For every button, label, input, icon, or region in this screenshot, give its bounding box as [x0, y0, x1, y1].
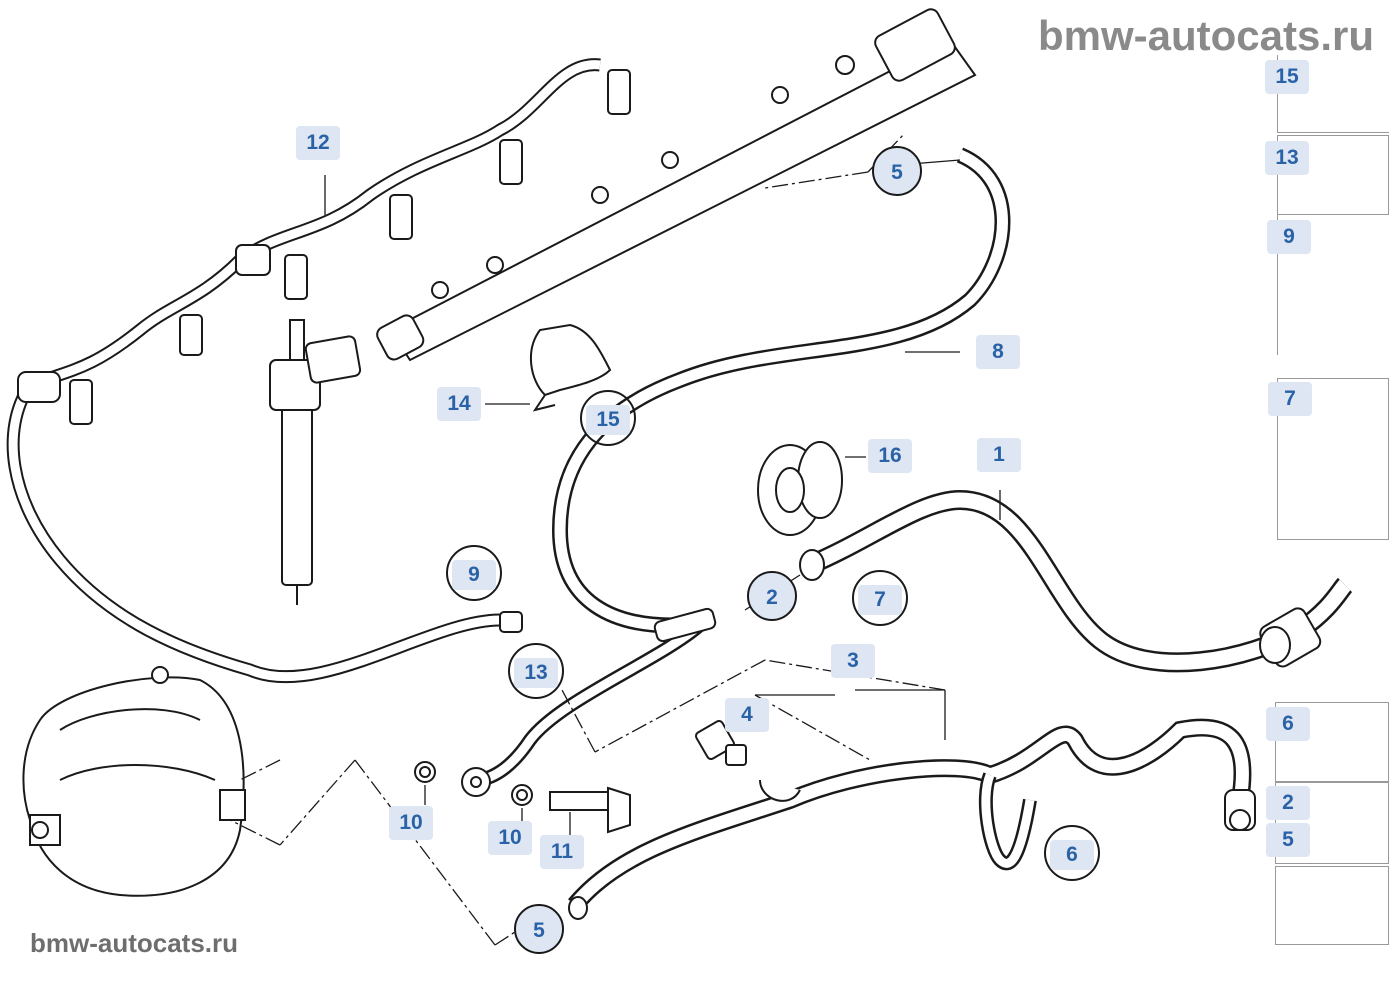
callout-8[interactable]: 8	[976, 335, 1020, 369]
watermark-bottom: bmw-autocats.ru	[30, 928, 239, 958]
legend-label-5[interactable]: 5	[1266, 823, 1310, 857]
callout-5-bottom[interactable]: 5	[514, 904, 564, 954]
callout-5-top[interactable]: 5	[872, 146, 922, 196]
rubber-bushing	[757, 441, 843, 536]
feed-hose	[799, 489, 1353, 673]
callout-15-label: 15	[586, 405, 630, 435]
callout-14[interactable]: 14	[437, 387, 481, 421]
solid-leaders	[324, 159, 1001, 835]
callout-13[interactable]: 13	[508, 643, 564, 699]
callout-12[interactable]: 12	[296, 126, 340, 160]
high-pressure-pump	[22, 666, 246, 897]
bracket	[529, 323, 612, 412]
legend-label-15[interactable]: 15	[1265, 60, 1309, 94]
watermark-top: bmw-autocats.ru	[1037, 12, 1374, 59]
temperature-sensor	[694, 719, 747, 766]
callout-9-label: 9	[452, 560, 496, 590]
callout-2[interactable]: 2	[747, 571, 797, 621]
legend-cell-7	[1277, 378, 1389, 540]
callout-11[interactable]: 11	[540, 835, 584, 869]
callout-1[interactable]: 1	[977, 438, 1021, 472]
callout-6[interactable]: 6	[1044, 825, 1100, 881]
legend-label-6[interactable]: 6	[1266, 707, 1310, 741]
callout-9[interactable]: 9	[446, 545, 502, 601]
pump-feed-line	[461, 607, 717, 797]
seals-and-bolt	[414, 761, 631, 834]
callout-10-b[interactable]: 10	[488, 821, 532, 855]
callout-13-label: 13	[514, 658, 558, 688]
legend-label-13[interactable]: 13	[1265, 141, 1309, 175]
legend-label-7[interactable]: 7	[1268, 382, 1312, 416]
callout-15[interactable]: 15	[580, 390, 636, 446]
legend-label-9[interactable]: 9	[1267, 220, 1311, 254]
callout-10-a[interactable]: 10	[389, 806, 433, 840]
callout-7-label: 7	[858, 585, 902, 615]
callout-6-label: 6	[1050, 840, 1094, 870]
legend-label-2[interactable]: 2	[1266, 786, 1310, 820]
injector	[269, 319, 362, 605]
fuel-rail	[376, 8, 977, 362]
leak-off-line-harness	[6, 58, 631, 684]
callout-3[interactable]: 3	[831, 644, 875, 678]
legend-cell-vehicle	[1275, 866, 1389, 945]
lower-hose	[568, 718, 1256, 920]
return-hose	[551, 147, 1011, 634]
callout-16[interactable]: 16	[868, 439, 912, 473]
callout-4[interactable]: 4	[725, 698, 769, 732]
callout-7[interactable]: 7	[852, 570, 908, 626]
